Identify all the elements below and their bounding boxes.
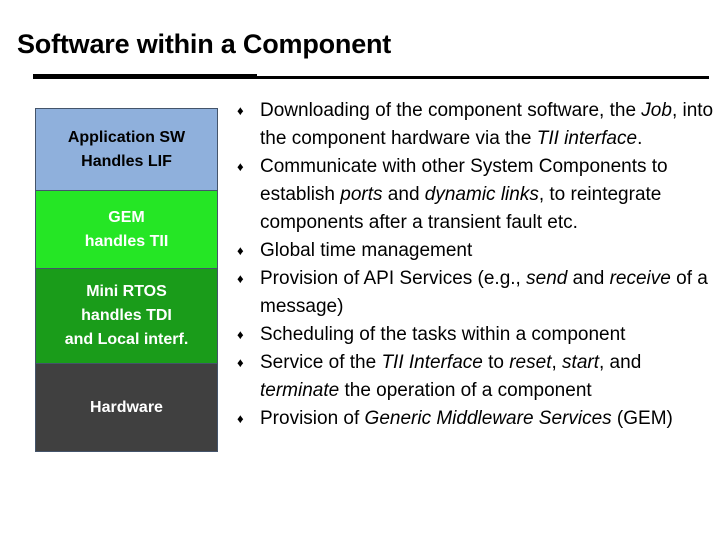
bullet-text-communicate: Communicate with other System Components… [260, 156, 668, 233]
diamond-bullet-icon: ♦ [237, 327, 244, 342]
bullet-text-tii-service: Service of the TII Interface to reset, s… [260, 352, 642, 401]
diamond-bullet-icon: ♦ [237, 355, 244, 370]
stack-layer-rtos-line-1: Mini RTOS [86, 283, 167, 300]
stack-layer-rtos-line-2: handles TDI [81, 307, 172, 324]
diamond-bullet-icon: ♦ [237, 243, 244, 258]
stack-layer-gem: GEM handles TII [36, 191, 217, 269]
bullet-text-global-time: Global time management [260, 240, 473, 261]
title-divider-thick [33, 74, 257, 79]
list-item: ♦ Provision of Generic Middleware Servic… [234, 405, 714, 433]
diamond-bullet-icon: ♦ [237, 271, 244, 286]
diamond-bullet-icon: ♦ [237, 159, 244, 174]
stack-layer-hardware-line-1: Hardware [90, 398, 163, 416]
title-divider-thin [257, 76, 709, 79]
diamond-bullet-icon: ♦ [237, 411, 244, 426]
bullet-text-scheduling: Scheduling of the tasks within a compone… [260, 324, 626, 345]
list-item: ♦ Service of the TII Interface to reset,… [234, 349, 714, 405]
stack-layer-application-line-1: Application SW [67, 128, 186, 146]
stack-layer-rtos-line-3: and Local interf. [64, 331, 189, 348]
stack-layer-gem-line-2: handles TII [84, 232, 169, 250]
stack-layer-mini-rtos: Mini RTOS handles TDI and Local interf. [36, 269, 217, 364]
list-item: ♦ Communicate with other System Componen… [234, 153, 714, 237]
stack-layer-hardware: Hardware [36, 364, 217, 451]
list-item: ♦ Global time management [234, 237, 714, 265]
stack-layer-gem-line-1: GEM [108, 208, 145, 226]
page-title: Software within a Component [17, 29, 392, 59]
list-item: ♦ Scheduling of the tasks within a compo… [234, 321, 714, 349]
diamond-bullet-icon: ♦ [237, 103, 244, 118]
stack-layer-application-sw: Application SW Handles LIF [36, 109, 217, 191]
list-item: ♦ Provision of API Services (e.g., send … [234, 265, 714, 321]
bullet-list: ♦ Downloading of the component software,… [234, 97, 714, 433]
bullet-text-api-services: Provision of API Services (e.g., send an… [260, 268, 708, 317]
stack-layer-application-line-2: Handles LIF [81, 152, 172, 170]
software-stack-diagram: Application SW Handles LIF GEM handles T… [35, 108, 218, 452]
bullet-text-downloading: Downloading of the component software, t… [260, 100, 714, 149]
list-item: ♦ Downloading of the component software,… [234, 97, 714, 153]
bullet-text-gem-services: Provision of Generic Middleware Services… [260, 408, 673, 429]
